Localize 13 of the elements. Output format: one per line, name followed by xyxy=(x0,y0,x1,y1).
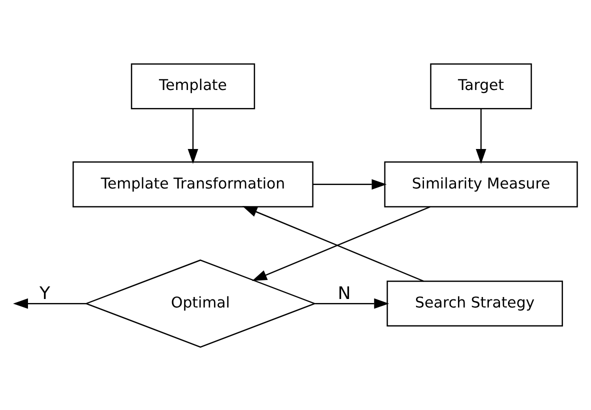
arrow xyxy=(476,108,486,164)
edge-label: N xyxy=(338,283,351,304)
edge-label: Y xyxy=(40,283,50,304)
arrow xyxy=(315,298,390,308)
arrow xyxy=(188,108,198,164)
node-box: Target xyxy=(430,62,532,109)
node-box: Template xyxy=(130,62,256,109)
node-box: Template Transformation xyxy=(72,160,314,207)
arrow xyxy=(312,178,387,190)
arrow xyxy=(13,298,86,308)
node-box: Similarity Measure xyxy=(384,160,578,207)
node-box: Search Strategy xyxy=(386,280,563,326)
node-diamond: Optimal xyxy=(84,258,316,348)
